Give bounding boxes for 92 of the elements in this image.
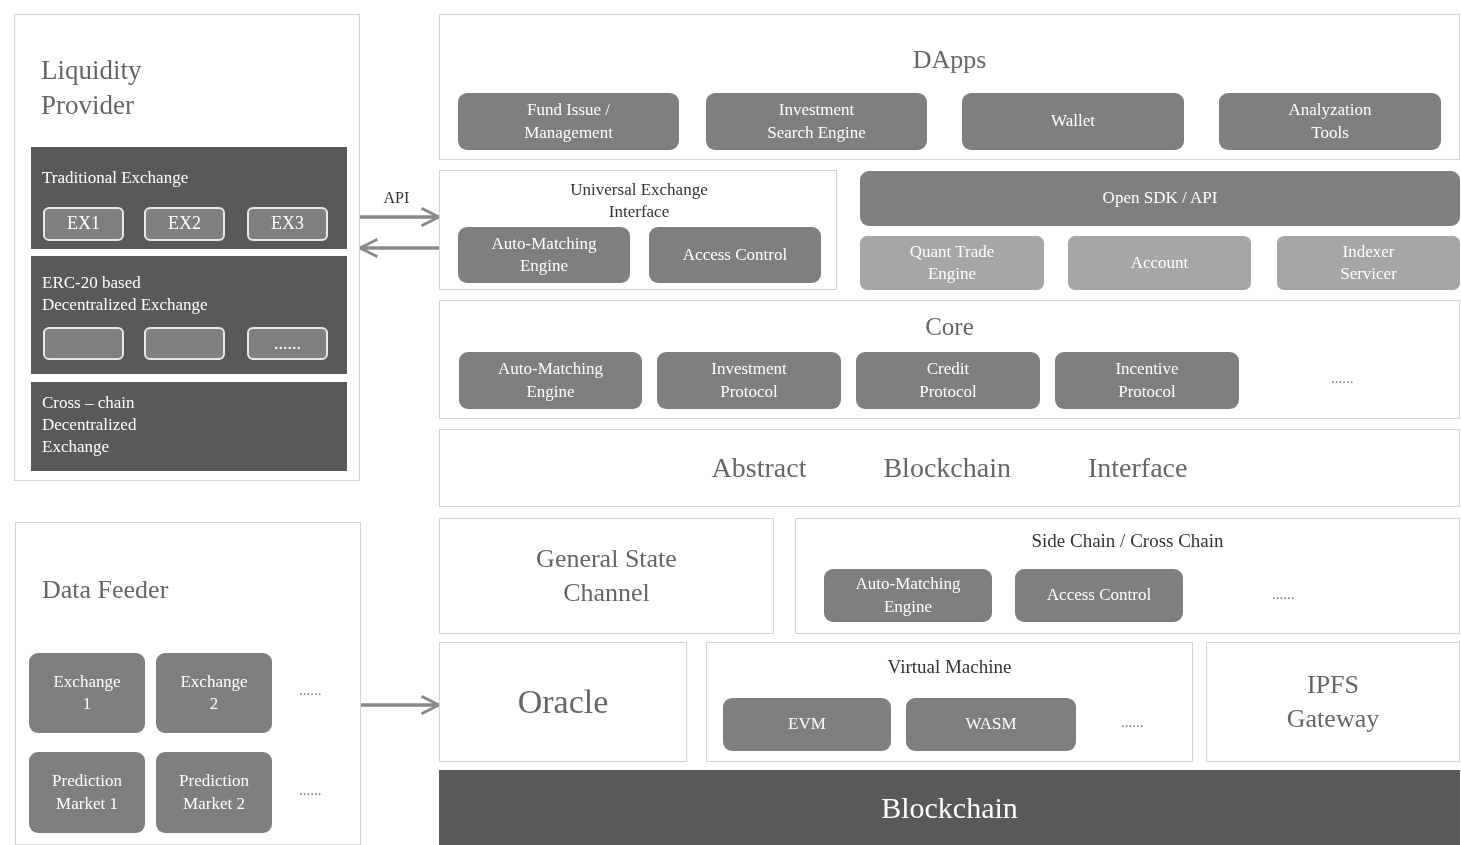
node-label: EVM	[788, 713, 826, 736]
node-label: Investment Protocol	[710, 358, 788, 403]
arrow	[358, 237, 439, 259]
module-box	[706, 93, 927, 150]
arrow	[361, 694, 441, 716]
node-label: IPFS Gateway	[1285, 669, 1381, 735]
exchange-box	[144, 207, 225, 241]
node-label: Prediction Market 2	[179, 770, 249, 815]
ellipsis-text: ......	[1331, 370, 1354, 387]
module-box	[458, 227, 630, 283]
node-label: Incentive Protocol	[1114, 358, 1180, 403]
node-label: Auto-Matching Engine	[497, 358, 604, 403]
group-panel	[15, 522, 361, 845]
group-title: DApps	[911, 44, 988, 76]
group-band	[31, 256, 347, 374]
module-box	[824, 569, 992, 622]
layer-box	[1206, 642, 1460, 762]
node-label: Abstract Blockchain Interface	[711, 450, 1188, 485]
service-box	[1277, 236, 1460, 290]
ellipsis-text: ......	[1272, 586, 1295, 603]
module-box	[962, 93, 1184, 150]
group-panel	[795, 518, 1460, 634]
node-label: Investment Search Engine	[766, 99, 867, 144]
module-box	[459, 352, 642, 409]
empty-exchange-box	[43, 327, 124, 360]
group-panel	[439, 170, 837, 290]
module-box	[1015, 569, 1183, 622]
layer-box	[439, 642, 687, 762]
group-panel	[439, 300, 1460, 419]
arrow	[360, 206, 441, 228]
service-box	[1068, 236, 1251, 290]
node-label: Exchange 2	[179, 670, 249, 715]
layer-box	[439, 518, 774, 634]
node-label: EX2	[168, 212, 201, 236]
node-label: Auto-Matching Engine	[854, 573, 962, 618]
module-box	[657, 352, 841, 409]
node-label: Prediction Market 1	[52, 770, 122, 815]
group-band	[31, 382, 347, 471]
group-title: Virtual Machine	[886, 655, 1013, 679]
node-label: Account	[1130, 251, 1189, 274]
module-box	[723, 698, 891, 751]
node-label: Open SDK / API	[1102, 187, 1218, 210]
module-box	[29, 752, 145, 833]
exchange-box	[247, 327, 328, 360]
node-label: Blockchain	[881, 790, 1018, 826]
module-box	[856, 352, 1040, 409]
module-box	[1055, 352, 1239, 409]
node-label: Oracle	[517, 681, 609, 722]
ellipsis-text: ......	[299, 782, 322, 799]
group-panel	[14, 14, 360, 481]
node-label: WASM	[965, 713, 1017, 736]
node-label: Cross – chain Decentralized Exchange	[42, 392, 138, 459]
exchange-box	[247, 207, 328, 241]
group-title: Liquidity Provider	[41, 54, 143, 123]
node-label: ......	[274, 331, 301, 355]
exchange-box	[43, 207, 124, 241]
empty-exchange-box	[144, 327, 225, 360]
group-title: Universal Exchange Interface	[569, 179, 709, 224]
group-title: Core	[924, 312, 975, 342]
ellipsis-text: ......	[1121, 714, 1144, 731]
node-label: General State Channel	[535, 543, 678, 609]
ellipsis-text: ......	[299, 682, 322, 699]
node-label: Credit Protocol	[918, 358, 978, 403]
module-box	[860, 171, 1460, 226]
base-layer-bar	[439, 770, 1460, 845]
group-band	[31, 147, 347, 249]
node-label: Auto-Matching Engine	[490, 232, 598, 277]
group-title: Side Chain / Cross Chain	[1030, 529, 1225, 553]
group-panel	[439, 14, 1460, 160]
module-box	[906, 698, 1076, 751]
node-label: Wallet	[1051, 110, 1095, 133]
module-box	[156, 752, 272, 833]
node-label: Indexer Servicer	[1339, 240, 1398, 285]
group-title: Traditional Exchange	[42, 167, 189, 189]
node-label: Fund Issue / Management	[523, 99, 614, 144]
node-label: Access Control	[682, 243, 788, 266]
node-label: Access Control	[1046, 584, 1152, 607]
node-label: Exchange 1	[52, 670, 122, 715]
group-panel	[706, 642, 1193, 762]
module-box	[458, 93, 679, 150]
module-box	[649, 227, 821, 283]
group-title: ERC-20 based Decentralized Exchange	[42, 272, 209, 317]
node-label: EX3	[271, 212, 304, 236]
module-box	[156, 653, 272, 733]
node-label: Quant Trade Engine	[908, 240, 996, 285]
service-box	[860, 236, 1044, 290]
module-box	[1219, 93, 1441, 150]
layer-box	[439, 429, 1460, 507]
node-label: EX1	[67, 212, 100, 236]
node-label: Analyzation Tools	[1287, 99, 1373, 144]
group-title: Data Feeder	[42, 574, 169, 606]
module-box	[29, 653, 145, 733]
